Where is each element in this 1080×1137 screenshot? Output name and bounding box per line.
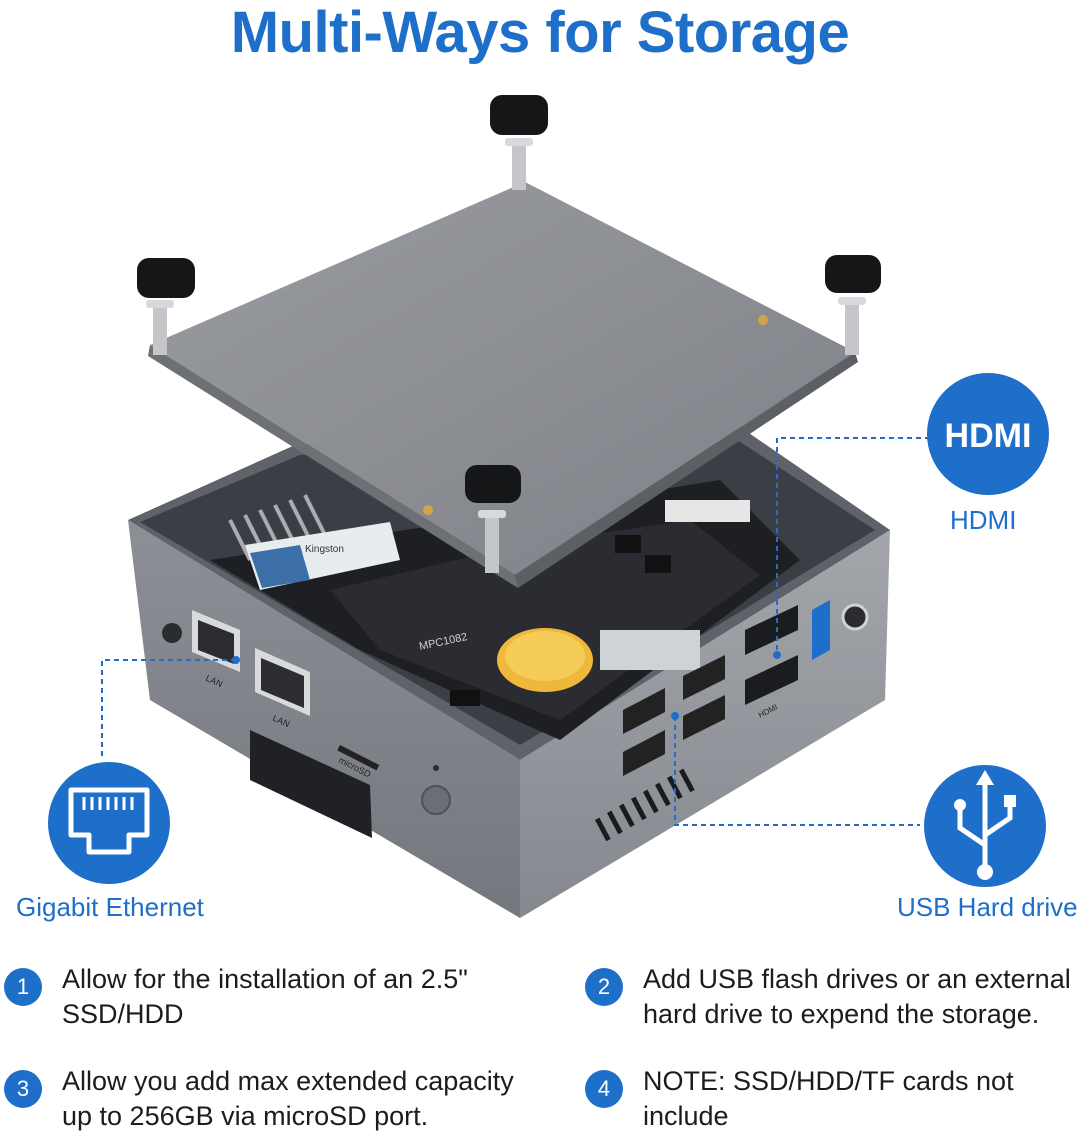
feature-text: Allow for the installation of an 2.5" SS… xyxy=(62,964,468,1029)
usb-hard-drive-label: USB Hard drive xyxy=(897,892,1078,922)
feature-text: Allow you add max extended capacity up t… xyxy=(62,1066,514,1131)
bottom-lid xyxy=(148,182,858,588)
hdmi-label: HDMI xyxy=(950,505,1017,535)
usb-icon xyxy=(924,765,1046,887)
svg-text:HDMI: HDMI xyxy=(945,417,1032,455)
feature-item-4: 4 NOTE: SSD/HDD/TF cards not include xyxy=(585,1064,1080,1134)
feature-item-3: 3 Allow you add max extended capacity up… xyxy=(4,1064,544,1134)
foot-left xyxy=(137,258,195,355)
ssd-module: Kingston xyxy=(245,522,400,590)
ports: LAN LAN microSD HDMI xyxy=(162,600,869,842)
hdmi-icon: HDMI xyxy=(927,373,1049,495)
feature-number-badge: 2 xyxy=(585,968,623,1006)
mini-pc-illustration: Kingston MPC1082 LAN LAN microSD xyxy=(48,95,1049,918)
feature-number-badge: 3 xyxy=(4,1070,42,1108)
foot-top xyxy=(490,95,548,190)
feature-item-1: 1 Allow for the installation of an 2.5" … xyxy=(4,962,524,1032)
dc-jack xyxy=(841,603,869,631)
power-button-shape xyxy=(421,785,451,815)
feature-number-badge: 1 xyxy=(4,968,42,1006)
feature-text: NOTE: SSD/HDD/TF cards not include xyxy=(643,1066,1014,1131)
page-title: Multi-Ways for Storage xyxy=(230,0,850,65)
rubber-feet-and-screws xyxy=(137,95,881,573)
ethernet-port-icon xyxy=(48,762,170,884)
feature-text: Add USB flash drives or an external hard… xyxy=(643,964,1071,1029)
foot-front xyxy=(465,465,521,573)
callout-lines xyxy=(101,437,930,826)
ssd-brand: Kingston xyxy=(305,544,344,555)
motherboard: Kingston MPC1082 xyxy=(210,480,800,740)
feature-number-badge: 4 xyxy=(585,1070,623,1108)
audio-jack xyxy=(162,623,182,643)
feature-item-2: 2 Add USB flash drives or an external ha… xyxy=(585,962,1080,1032)
gigabit-ethernet-label: Gigabit Ethernet xyxy=(16,892,204,922)
foot-right xyxy=(825,255,881,355)
